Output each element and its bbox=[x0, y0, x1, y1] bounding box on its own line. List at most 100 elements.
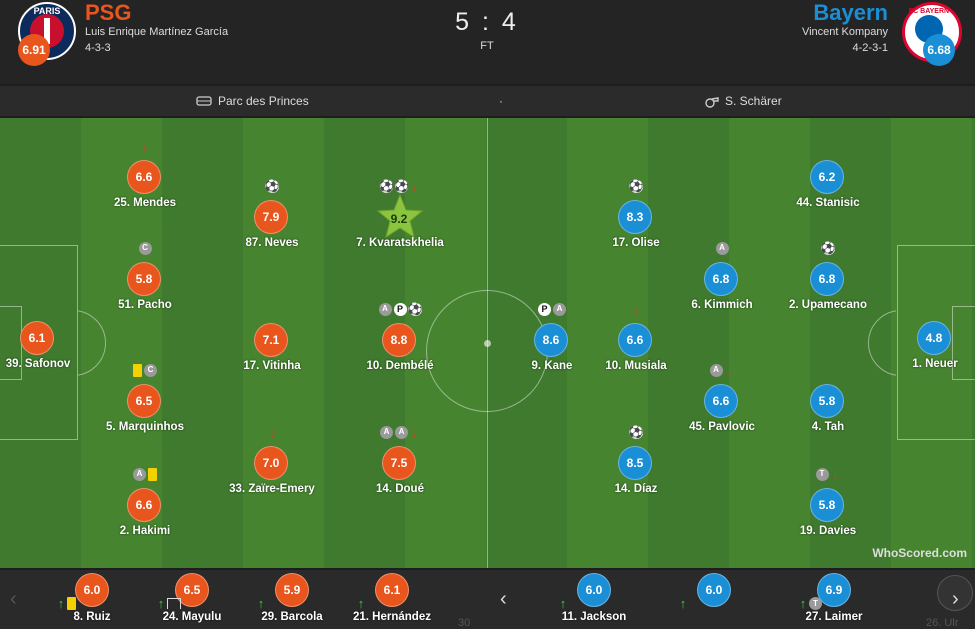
player-name: 4. Tah bbox=[811, 421, 845, 433]
sub-off-arrow-icon: ↓ bbox=[411, 178, 419, 194]
referee-name: S. Schärer bbox=[725, 94, 782, 108]
player-event-icons: A↓ bbox=[652, 362, 792, 378]
player-name: 17. Vitinha bbox=[243, 360, 301, 372]
goal-ball-icon: ⚽ bbox=[628, 425, 644, 439]
player-name: 39. Safonov bbox=[5, 358, 71, 370]
yellow-card-icon bbox=[148, 467, 157, 481]
player-name: 14. Doué bbox=[376, 483, 424, 495]
whistle-icon bbox=[705, 96, 719, 108]
assist-icon: A bbox=[395, 425, 408, 439]
sub-on-arrow-icon: ↑ bbox=[357, 596, 365, 611]
player-rating: 7.1 bbox=[254, 323, 288, 357]
sub-off-arrow-icon: ↓ bbox=[141, 138, 149, 154]
player-rating: 6.2 bbox=[810, 160, 844, 194]
away-formation: 4-2-3-1 bbox=[852, 42, 888, 54]
home-team-rating: 6.91 bbox=[18, 34, 50, 66]
home-team-name[interactable]: PSG bbox=[85, 0, 132, 25]
sub-on-arrow-icon: ↑ bbox=[679, 596, 687, 611]
yellow-card-icon bbox=[67, 597, 76, 610]
player-event-icons: C bbox=[75, 240, 215, 256]
player-name: 9. Kane bbox=[531, 360, 573, 372]
subs-prev-away-icon[interactable]: ‹ bbox=[500, 588, 507, 610]
player-event-icons: ⚽ bbox=[566, 178, 706, 194]
sub-rating: 6.0 bbox=[697, 573, 731, 607]
player-rating: 8.3 bbox=[618, 200, 652, 234]
away-team-rating: 6.68 bbox=[923, 34, 955, 66]
goal-ball-icon: ⚽ bbox=[628, 179, 644, 193]
goal-ball-icon: ⚽ bbox=[394, 179, 409, 193]
right-penalty-box bbox=[897, 245, 975, 440]
player-event-icons: ⚽⚽↓ bbox=[330, 178, 470, 194]
man-of-the-match-star-icon bbox=[377, 194, 423, 238]
player-rating: 6.8 bbox=[810, 262, 844, 296]
match-status: FT bbox=[480, 40, 494, 52]
away-team-name[interactable]: Bayern bbox=[813, 0, 888, 25]
player-rating: 6.6 bbox=[127, 160, 161, 194]
player-rating: 7.0 bbox=[254, 446, 288, 480]
tactical-icon: T bbox=[809, 597, 822, 610]
sub-rating: 6.0 bbox=[75, 573, 109, 607]
sub-event-icons: ↑ bbox=[256, 597, 266, 610]
info-separator: · bbox=[499, 94, 503, 108]
subs-next-icon[interactable]: › bbox=[952, 588, 959, 610]
sub-name: 27. Laimer bbox=[805, 611, 863, 623]
sub-event-icons: ↑ bbox=[56, 597, 76, 610]
player-name: 6. Kimmich bbox=[691, 299, 753, 311]
sub-name: 21. Hernández bbox=[353, 611, 431, 623]
sub-rating: 6.0 bbox=[577, 573, 611, 607]
match-header: PARIS 6.91 PSG Luis Enrique Martínez Gar… bbox=[0, 0, 975, 84]
player-event-icons: ⚽ bbox=[758, 240, 898, 256]
player-name: 14. Díaz bbox=[614, 483, 658, 495]
player-name: 7. Kvaratskhelia bbox=[356, 237, 444, 249]
player-name: 1. Neuer bbox=[912, 358, 958, 370]
player-rating: 8.6 bbox=[534, 323, 568, 357]
sub-name: 8. Ruiz bbox=[73, 611, 111, 623]
player-event-icons: A bbox=[652, 240, 792, 256]
sub-name: 29. Barcola bbox=[261, 611, 323, 623]
sub-event-icons: ↑ bbox=[558, 597, 568, 610]
subs-next-button[interactable] bbox=[937, 575, 973, 611]
sub-on-arrow-icon: ↑ bbox=[57, 596, 65, 611]
player-rating: 6.5 bbox=[127, 384, 161, 418]
player-name: 33. Zaïre-Emery bbox=[229, 483, 315, 495]
sub-event-icons: ↑ bbox=[678, 597, 688, 610]
subs-prev-home-icon[interactable]: ‹ bbox=[10, 588, 17, 610]
tactical-icon: T bbox=[815, 467, 829, 481]
home-formation: 4-3-3 bbox=[85, 42, 111, 54]
player-name: 44. Stanisic bbox=[796, 197, 860, 209]
player-rating: 6.6 bbox=[704, 384, 738, 418]
player-name: 10. Dembélé bbox=[366, 360, 434, 372]
venue-name: Parc des Princes bbox=[218, 94, 309, 108]
home-coach: Luis Enrique Martínez García bbox=[85, 26, 229, 38]
sub-on-arrow-icon: ↑ bbox=[559, 596, 567, 611]
sub-on-arrow-icon: ↑ bbox=[257, 596, 265, 611]
faded-sub-left: 30 bbox=[458, 617, 471, 629]
sub-name: 11. Jackson bbox=[561, 611, 627, 623]
away-coach: Vincent Kompany bbox=[801, 26, 888, 38]
player-rating: 8.5 bbox=[618, 446, 652, 480]
sub-on-arrow-icon: ↑ bbox=[157, 596, 165, 611]
faded-sub-right: 26. Ulr bbox=[926, 617, 959, 629]
assist-icon: A bbox=[553, 302, 566, 316]
player-name: 45. Pavlovic bbox=[689, 421, 755, 433]
sub-event-icons: ↑ bbox=[356, 597, 366, 610]
sub-off-arrow-icon: ↓ bbox=[832, 466, 839, 482]
player-rating: 8.8 bbox=[382, 323, 416, 357]
goal-ball-icon: ⚽ bbox=[820, 241, 836, 255]
stadium-icon bbox=[196, 96, 212, 106]
sub-rating: 6.1 bbox=[375, 573, 409, 607]
player-rating: 7.5 bbox=[382, 446, 416, 480]
penalty-icon: P bbox=[538, 302, 551, 316]
sub-on-arrow-icon: ↑ bbox=[799, 596, 807, 611]
player-event-icons: A bbox=[75, 466, 215, 482]
player-name: 2. Upamecano bbox=[789, 299, 867, 311]
left-penalty-box bbox=[0, 245, 78, 440]
sub-off-arrow-icon: ↓ bbox=[268, 424, 276, 440]
sub-off-arrow-icon: ↓ bbox=[726, 362, 733, 378]
player-name: 25. Mendes bbox=[114, 197, 176, 209]
